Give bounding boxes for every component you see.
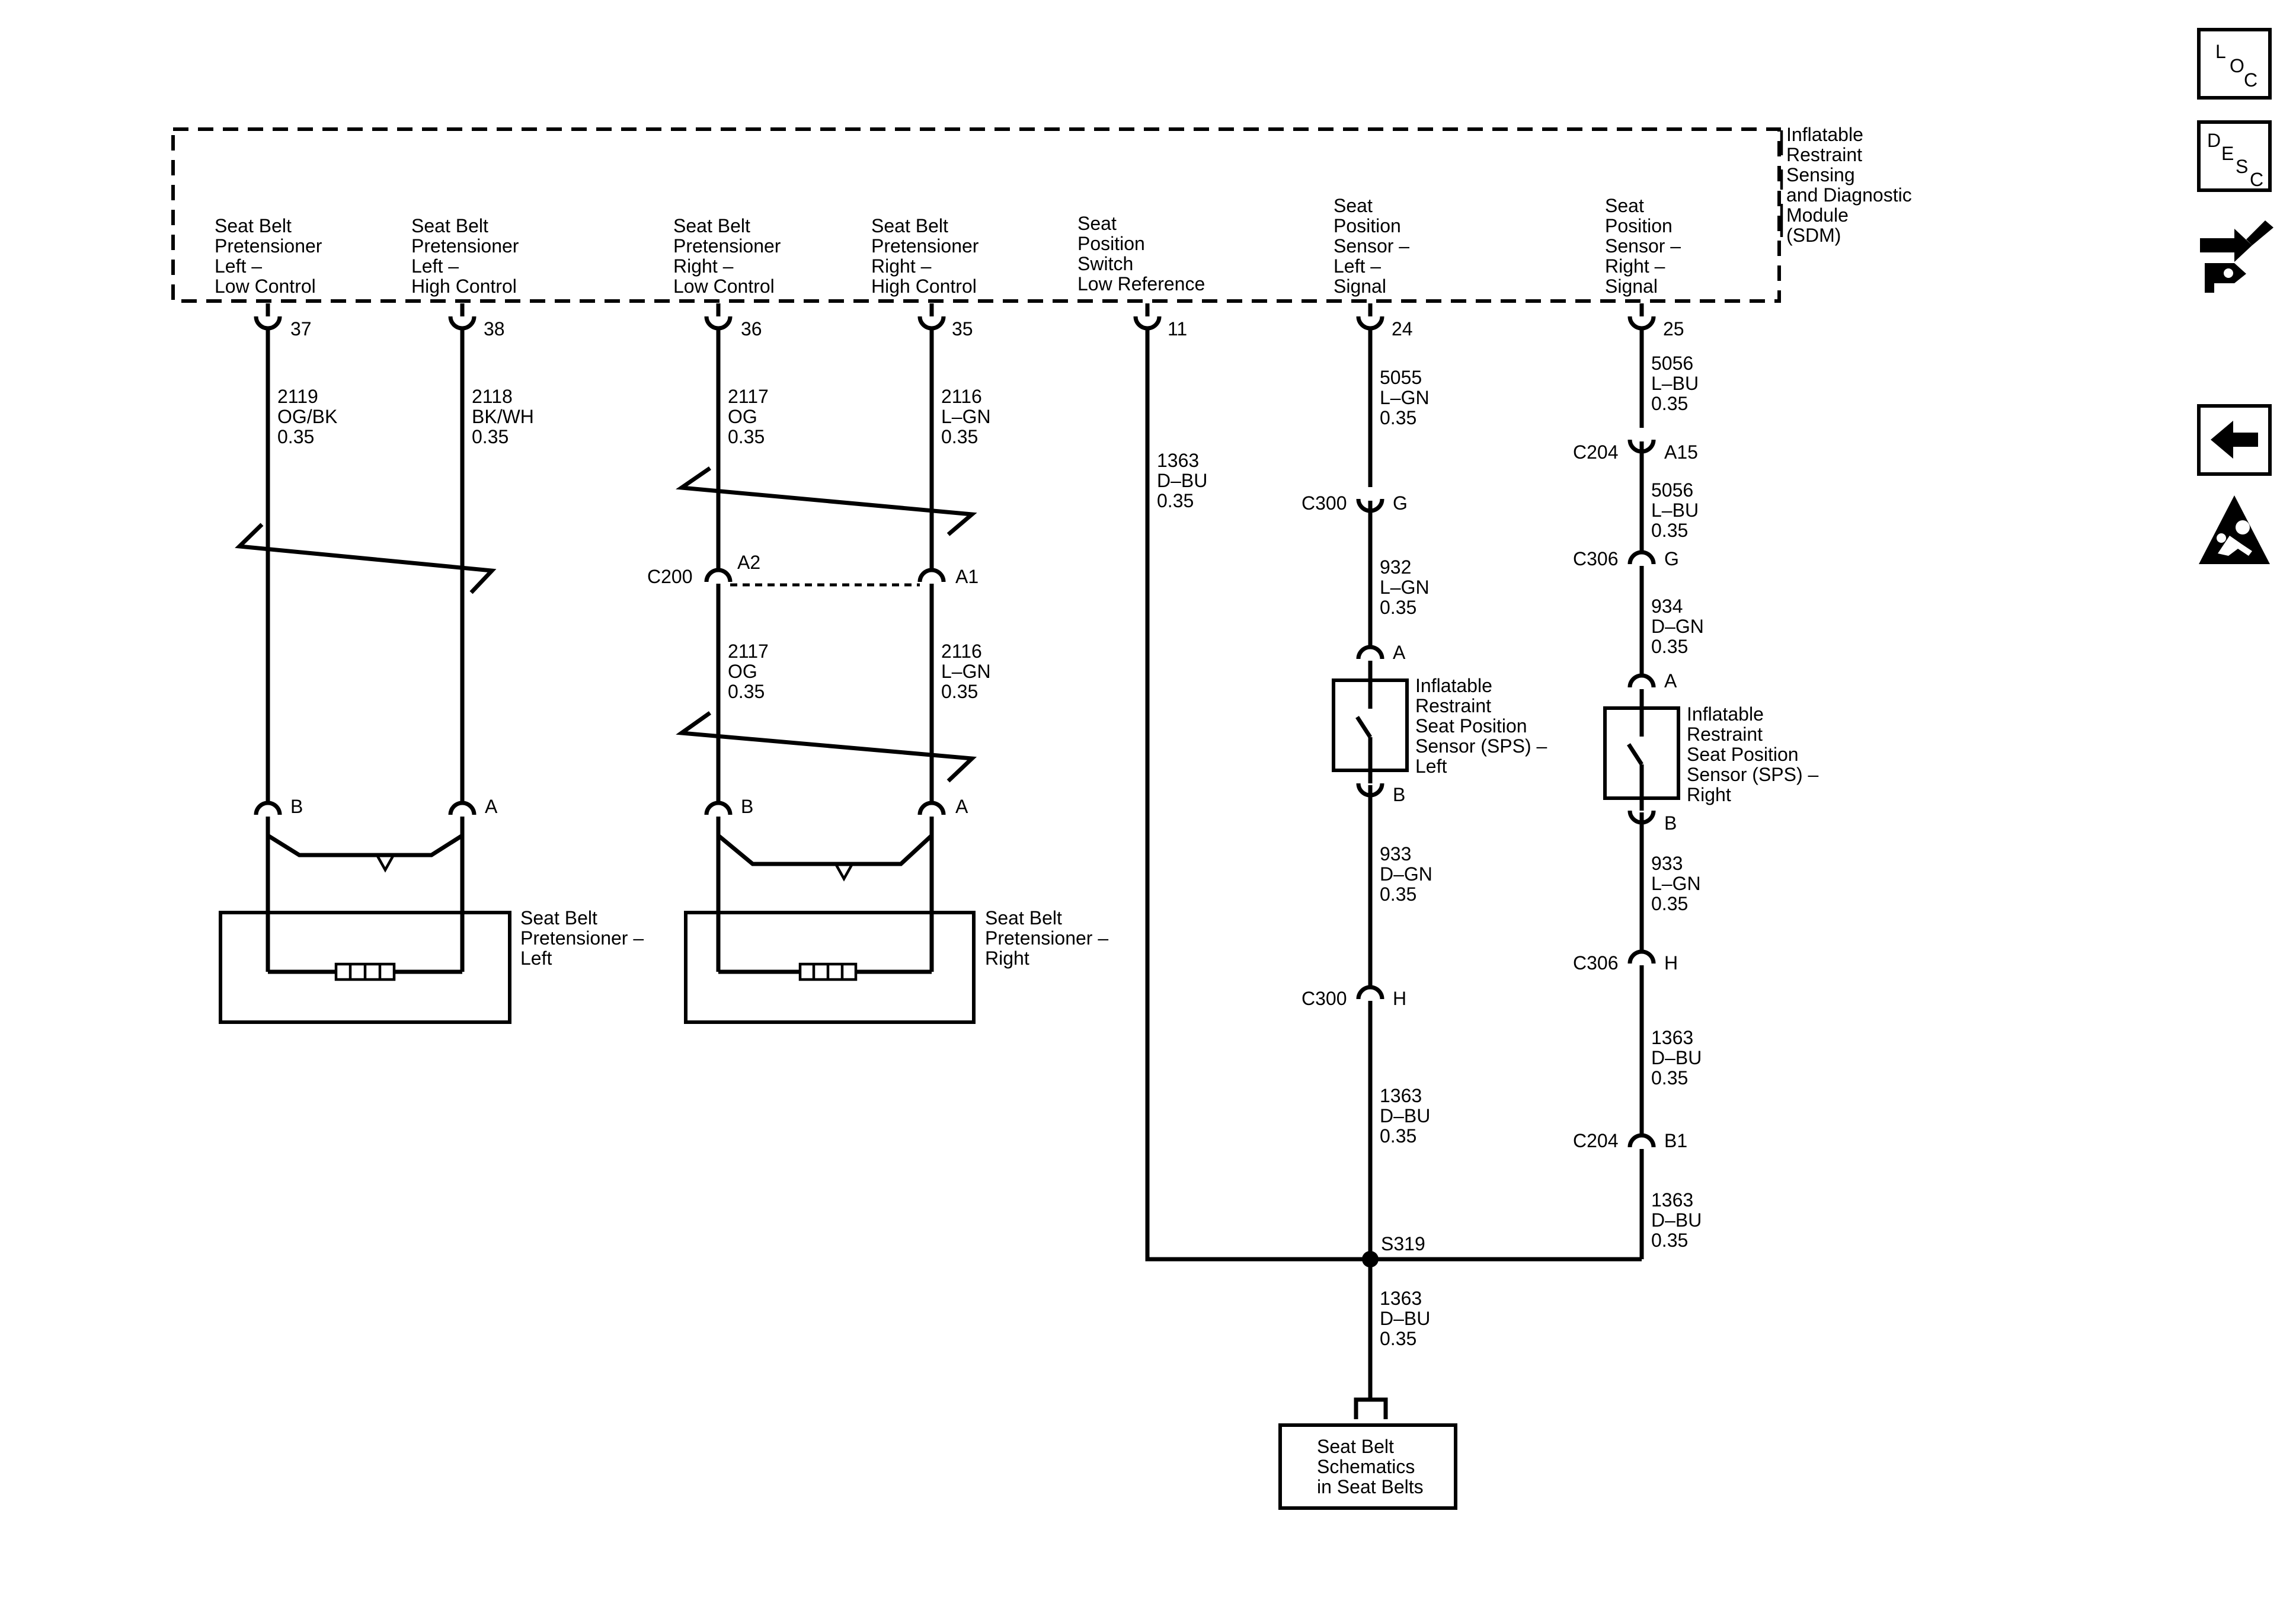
sps-right-pin-b: B xyxy=(1664,812,1677,834)
seat-belt-schematics-label: Seat Belt Schematics in Seat Belts xyxy=(1317,1436,1424,1497)
sdm-pin-37: 37 xyxy=(290,318,312,340)
desc-letter-s: S xyxy=(2236,156,2248,177)
wire-1363-sps-right-label: 1363 D–BU 0.35 xyxy=(1651,1027,1707,1089)
sps-left-pin-b: B xyxy=(1393,784,1405,805)
connector-c300-pin-h: H xyxy=(1393,988,1406,1009)
sdm-label: Inflatable Restraint Sensing and Diagnos… xyxy=(1786,124,1917,246)
pretensioner-left-circuit xyxy=(219,328,511,1024)
sps-right-label: Inflatable Restraint Seat Position Senso… xyxy=(1687,703,1824,805)
wire-2119-label: 2119 OG/BK 0.35 xyxy=(277,386,343,447)
wire-2117-label: 2117 OG 0.35 xyxy=(728,386,774,447)
airbag-warning-icon[interactable] xyxy=(2199,495,2270,564)
connector-c204-name-b1: C204 xyxy=(1573,1130,1619,1151)
sdm-circuit-label-pretensioner-right-low: Seat Belt Pretensioner Right – Low Contr… xyxy=(673,215,786,297)
sps-right-circuit xyxy=(1603,328,1680,1259)
connector-c204-pin-a15: A15 xyxy=(1664,441,1698,463)
pretensioner-right-pin-a: A xyxy=(955,796,968,817)
sdm-pin-35: 35 xyxy=(952,318,973,340)
wire-1363-label: 1363 D–BU 0.35 xyxy=(1157,450,1213,511)
sdm-pin-24: 24 xyxy=(1392,318,1413,340)
wire-2118-label: 2118 BK/WH 0.35 xyxy=(472,386,539,447)
pretensioner-left-pin-b: B xyxy=(290,796,303,817)
sdm-pin-36: 36 xyxy=(741,318,762,340)
splice-s319-label: S319 xyxy=(1381,1233,1425,1254)
wire-1363-splice-label: 1363 D–BU 0.35 xyxy=(1380,1288,1435,1349)
connector-c300-pin-g: G xyxy=(1393,492,1408,514)
loc-letter-o: O xyxy=(2230,55,2244,76)
wire-5055-label: 5055 L–GN 0.35 xyxy=(1380,367,1434,428)
sdm-circuit-label-pretensioner-left-high: Seat Belt Pretensioner Left – High Contr… xyxy=(411,215,524,297)
wire-5056-label-lower: 5056 L–BU 0.35 xyxy=(1651,479,1704,541)
connector-c306-name: C306 xyxy=(1573,548,1619,569)
pretensioner-left-pin-a: A xyxy=(485,796,498,817)
sdm-pin-38: 38 xyxy=(484,318,505,340)
sdm-pin-25: 25 xyxy=(1663,318,1684,340)
sdm-pin-11: 11 xyxy=(1168,318,1187,340)
connector-c200-pin-a2: A2 xyxy=(737,552,760,573)
sdm-module-box xyxy=(171,127,1781,303)
sdm-circuit-label-pretensioner-left-low: Seat Belt Pretensioner Left – Low Contro… xyxy=(215,215,327,297)
seat-belt-schematics-connector xyxy=(1354,1397,1388,1419)
seat-belt-schematics-box xyxy=(1278,1423,1457,1510)
pretensioner-right-label: Seat Belt Pretensioner – Right xyxy=(985,907,1114,969)
sdm-terminals xyxy=(254,303,1656,331)
back-arrow-button[interactable] xyxy=(2197,404,2272,476)
wire-2117-label-lower: 2117 OG 0.35 xyxy=(728,641,774,702)
loc-letter-l: L xyxy=(2215,41,2226,62)
connector-c300-name-h: C300 xyxy=(1302,988,1347,1009)
connector-c306-pin-h: H xyxy=(1664,952,1678,974)
sps-left-label: Inflatable Restraint Seat Position Senso… xyxy=(1415,675,1552,777)
connector-c204-pin-b1: B1 xyxy=(1664,1130,1687,1151)
back-arrow-icon xyxy=(2211,421,2258,459)
wire-932-label: 932 L–GN 0.35 xyxy=(1380,556,1434,618)
wire-933-d-gn-label: 933 D–GN 0.35 xyxy=(1380,843,1438,905)
wire-934-label: 934 D–GN 0.35 xyxy=(1651,596,1709,657)
sdm-circuit-label-sps-left-signal: Seat Position Sensor – Left – Signal xyxy=(1334,195,1415,297)
pretensioner-right-circuit xyxy=(676,328,977,1024)
loc-letter-c: C xyxy=(2244,69,2257,91)
wire-5056-label: 5056 L–BU 0.35 xyxy=(1651,353,1704,414)
loc-button[interactable]: L O C xyxy=(2197,28,2272,100)
sps-left-circuit xyxy=(1332,328,1409,1401)
sdm-circuit-label-sps-right-signal: Seat Position Sensor – Right – Signal xyxy=(1605,195,1686,297)
wire-1363-low-reference xyxy=(1145,328,1642,1262)
wire-1363-sps-right-lower-label: 1363 D–BU 0.35 xyxy=(1651,1189,1707,1251)
pretensioner-right-pin-b: B xyxy=(741,796,753,817)
connector-c204-name: C204 xyxy=(1573,441,1619,463)
connector-c200-name: C200 xyxy=(647,566,693,587)
connector-c306-name-h: C306 xyxy=(1573,952,1619,974)
wire-1363-sps-left-label: 1363 D–BU 0.35 xyxy=(1380,1085,1435,1147)
sps-left-pin-a: A xyxy=(1393,642,1406,663)
wire-2116-label-lower: 2116 L–GN 0.35 xyxy=(941,641,996,702)
wire-933-l-gn-label: 933 L–GN 0.35 xyxy=(1651,853,1706,914)
splice-s319-dot xyxy=(1362,1251,1379,1267)
sdm-circuit-label-seat-position-switch: Seat Position Switch Low Reference xyxy=(1077,213,1205,295)
connector-c306-pin-g: G xyxy=(1664,548,1679,569)
sps-right-pin-a: A xyxy=(1664,670,1677,692)
connector-c300-name: C300 xyxy=(1302,492,1347,514)
desc-letter-c: C xyxy=(2250,169,2263,190)
diagnostic-wrench-icon[interactable] xyxy=(2200,220,2273,293)
wire-2116-label: 2116 L–GN 0.35 xyxy=(941,386,996,447)
pretensioner-left-label: Seat Belt Pretensioner – Left xyxy=(520,907,649,969)
sdm-circuit-label-pretensioner-right-high: Seat Belt Pretensioner Right – High Cont… xyxy=(871,215,984,297)
desc-button[interactable]: D E S C xyxy=(2197,120,2272,192)
desc-letter-d: D xyxy=(2207,130,2221,151)
desc-letter-e: E xyxy=(2221,143,2234,164)
connector-c200-pin-a1: A1 xyxy=(955,566,978,587)
